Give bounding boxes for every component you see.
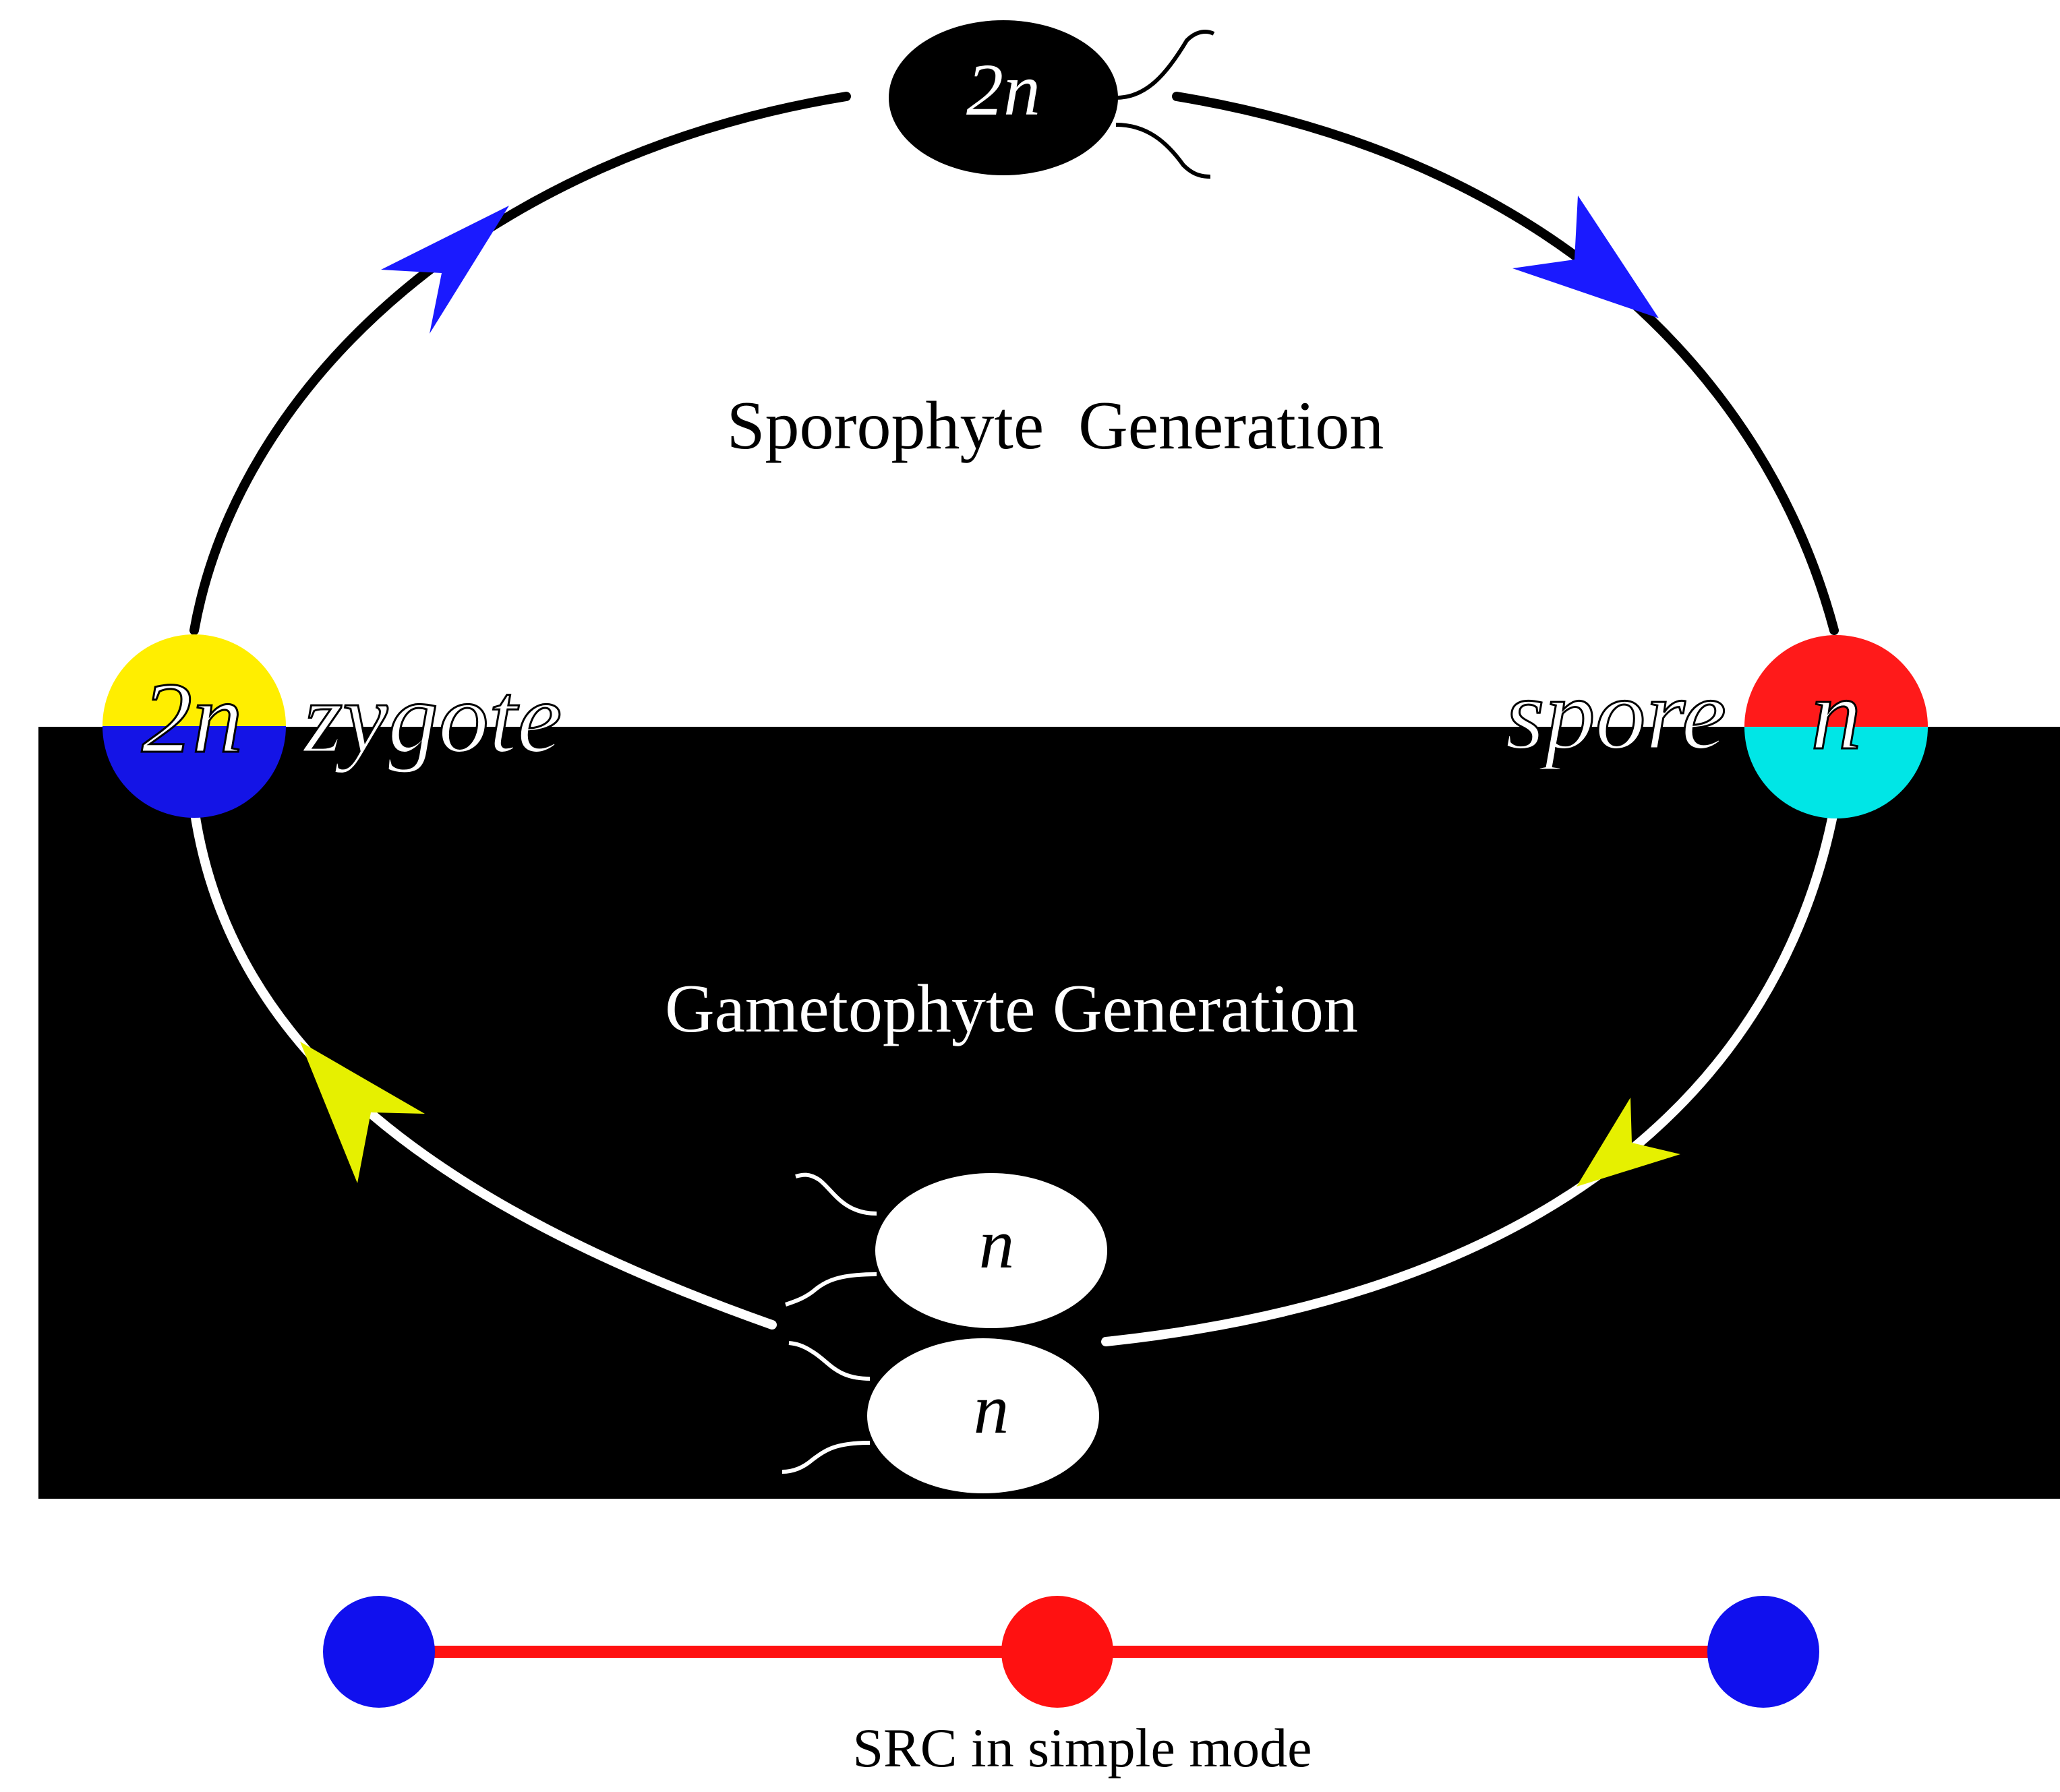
src-chain [323, 1596, 1819, 1708]
zygote-ploidy-label: 2n [142, 662, 243, 774]
src-node-left [323, 1596, 435, 1708]
sporophyte-cell: 2n [889, 20, 1215, 179]
src-node-middle [1001, 1596, 1113, 1708]
gamete-lower-label: n [974, 1369, 1009, 1448]
src-caption: SRC in simple mode [852, 1717, 1312, 1779]
sporophyte-arrow-right [1512, 196, 1659, 318]
zygote-node: 2n [102, 634, 286, 818]
gamete-upper-label: n [979, 1204, 1015, 1283]
gametophyte-arrow-right [1577, 1098, 1680, 1187]
sporophyte-generation-label: Sporophyte Generation [727, 388, 1384, 464]
gametophyte-generation-label: Gametophyte Generation [665, 971, 1358, 1047]
gametophyte-arrow-left [300, 1042, 425, 1183]
sporophyte-arrow-left [381, 206, 509, 334]
gamete-upper: n [785, 1172, 1107, 1328]
spore-ploidy-label: n [1811, 659, 1862, 771]
spore-node: n [1744, 635, 1928, 818]
zygote-label: zygote [302, 662, 562, 774]
gamete-lower: n [782, 1338, 1099, 1493]
sporophyte-cell-label: 2n [966, 49, 1040, 131]
src-node-right [1707, 1596, 1819, 1708]
spore-label: spore [1505, 659, 1726, 771]
